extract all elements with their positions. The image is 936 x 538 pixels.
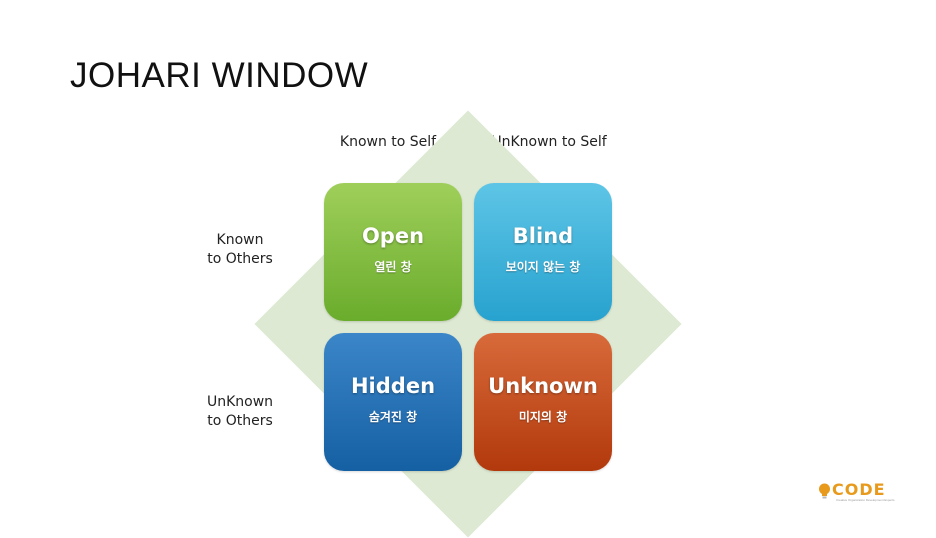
row-label-line: to Others bbox=[207, 251, 273, 267]
quadrant-subtitle: 보이지 않는 창 bbox=[505, 259, 581, 274]
quadrant-subtitle: 숨겨진 창 bbox=[368, 409, 418, 424]
quadrant-title: Open bbox=[361, 223, 425, 248]
quadrant-title: Hidden bbox=[350, 373, 436, 398]
quadrant-title: Blind bbox=[512, 223, 574, 248]
background-diamond bbox=[254, 110, 682, 538]
logo-tagline: Creative Organization Development Expert… bbox=[836, 498, 895, 502]
row-label-line: Known bbox=[216, 232, 264, 248]
column-label-unknown-to-self: UnKnown to Self bbox=[491, 134, 607, 150]
code-logo: CODE Creative Organization Development E… bbox=[818, 480, 910, 502]
row-label-line: to Others bbox=[207, 413, 273, 429]
row-label-known-to-others: Known to Others bbox=[195, 231, 285, 269]
quadrant-unknown: Unknown 미지의 창 bbox=[474, 333, 612, 471]
quadrant-open: Open 열린 창 bbox=[324, 183, 462, 321]
quadrant-title: Unknown bbox=[488, 373, 598, 398]
row-label-unknown-to-others: UnKnown to Others bbox=[195, 393, 285, 431]
row-label-line: UnKnown bbox=[206, 394, 274, 410]
lightbulb-icon bbox=[819, 483, 830, 499]
column-label-known-to-self: Known to Self bbox=[339, 134, 437, 150]
quadrant-hidden: Hidden 숨겨진 창 bbox=[324, 333, 462, 471]
quadrant-subtitle: 미지의 창 bbox=[518, 409, 568, 424]
logo-text: CODE bbox=[832, 480, 886, 499]
quadrant-subtitle: 열린 창 bbox=[374, 259, 412, 274]
page-title: JOHARI WINDOW bbox=[70, 56, 369, 95]
quadrant-blind: Blind 보이지 않는 창 bbox=[474, 183, 612, 321]
